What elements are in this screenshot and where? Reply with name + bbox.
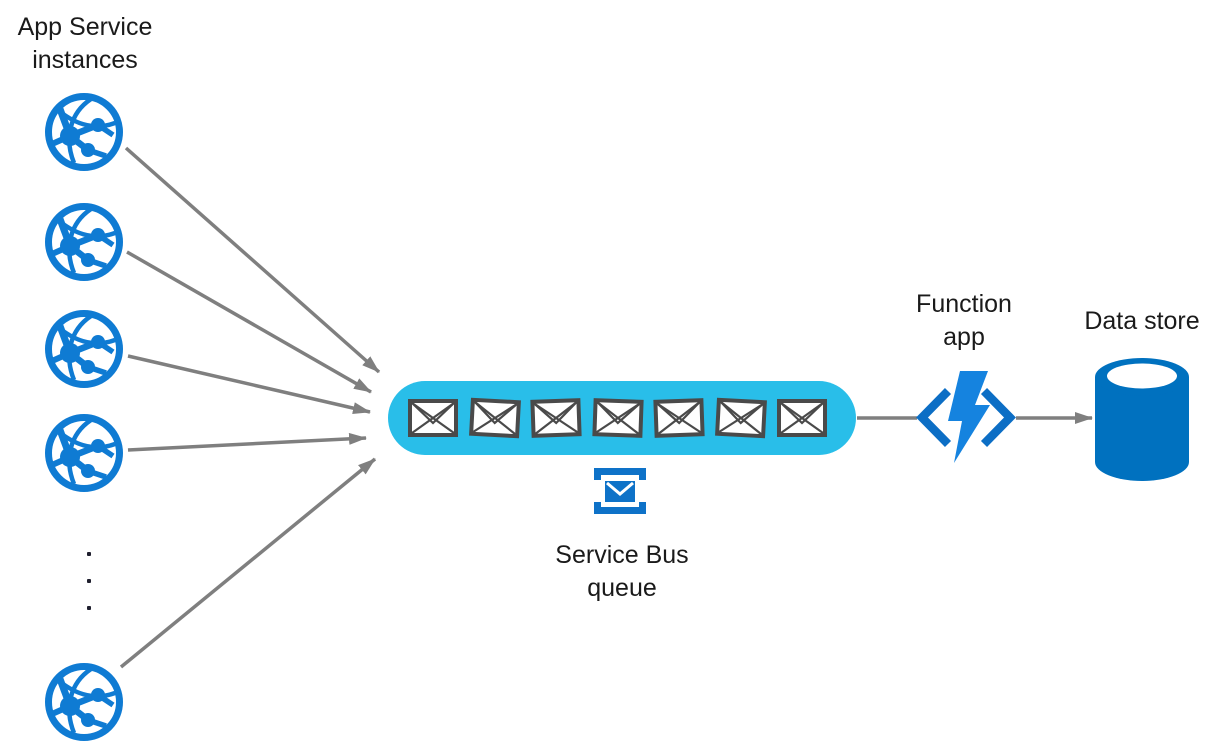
app-service-label-line2: instances (32, 46, 138, 74)
service-bus-label-line1: Service Bus (555, 541, 689, 569)
queue-message-envelope-icon (594, 400, 641, 436)
queue-message-envelope-icon (717, 400, 765, 436)
arrow-instance3-to-queue (127, 354, 371, 415)
app-service-instance-4-web-app-icon (49, 418, 120, 489)
queue-message-envelope-icon (777, 399, 827, 437)
right-angle-bracket-icon (980, 388, 1016, 447)
app-service-instance-5-web-app-icon (49, 667, 120, 738)
queue-message-envelope-icon (655, 400, 702, 436)
service-bus-label-line2: queue (587, 574, 657, 602)
app-service-instance-3-web-app-icon (49, 314, 120, 385)
function-app-icon (916, 371, 1016, 463)
app-service-instance-2-web-app-icon (49, 207, 120, 278)
app-service-instance-1-web-app-icon (49, 97, 120, 168)
arrow-instance2-to-queue (126, 250, 372, 394)
instance-to-queue-arrows (119, 146, 381, 669)
lightning-bolt-icon (948, 371, 990, 463)
queue-messages (408, 399, 827, 437)
function-app-label-line1: Function (916, 290, 1012, 318)
app-service-instances-label: App Service instances (0, 11, 170, 77)
arrow-instance1-to-queue (124, 146, 381, 374)
queue-message-envelope-icon (408, 399, 458, 437)
function-app-label: Function app (884, 288, 1044, 354)
ellipsis-dot (87, 552, 91, 556)
service-bus-queue-label: Service Bus queue (522, 539, 722, 605)
arrow-instance4-to-queue (127, 432, 367, 452)
queue-message-envelope-icon (471, 400, 519, 436)
vertical-ellipsis (87, 552, 91, 610)
left-angle-bracket-icon (916, 388, 952, 447)
queue-message-envelope-icon (532, 400, 579, 436)
service-bus-envelope-icon (594, 468, 646, 514)
ellipsis-dot (87, 579, 91, 583)
arrow-instance5-to-queue (119, 457, 377, 669)
database-cylinder-icon (1095, 358, 1189, 481)
data-store-label-text: Data store (1084, 307, 1200, 335)
ellipsis-dot (87, 606, 91, 610)
data-store-label: Data store (1052, 305, 1216, 338)
function-app-label-line2: app (943, 323, 985, 351)
app-service-label-line1: App Service (17, 13, 153, 41)
